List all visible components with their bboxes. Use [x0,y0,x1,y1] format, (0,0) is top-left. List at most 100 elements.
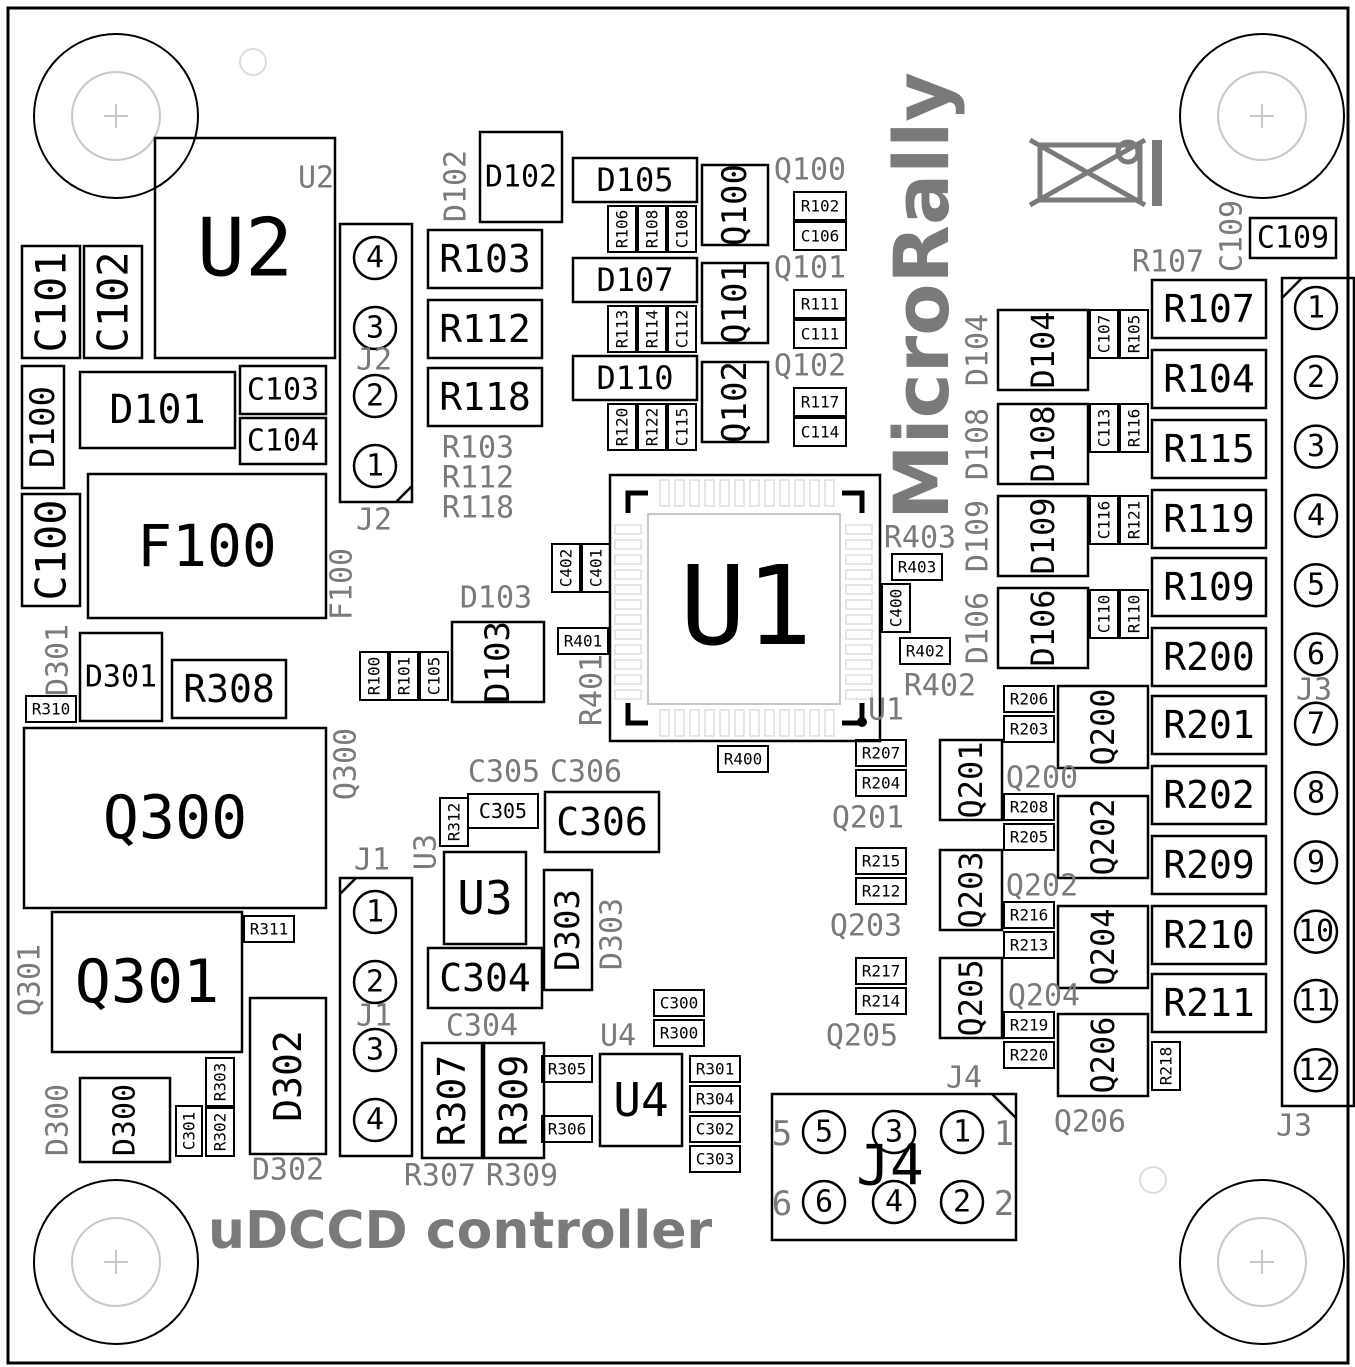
part-u1: U1 [608,473,882,743]
part-c108: C108 [667,205,697,253]
part-r105: R105 [1119,309,1149,359]
ref-label-c306: C306 [550,755,622,790]
part-q201: Q201 [938,738,1004,822]
part-r116-text: R116 [1125,409,1144,448]
part-c301-text: C301 [180,1112,199,1151]
ref-label-j1-inner: J1 [356,999,392,1034]
part-r100: R100 [359,651,389,701]
ref-label-j3: J3 [1276,1109,1312,1144]
part-r216: R216 [1003,901,1055,929]
part-r204: R204 [855,769,907,797]
part-c304: C304 [426,946,544,1010]
part-c402-text: C402 [557,549,576,588]
part-r302-text: R302 [211,1113,230,1152]
part-d303-text: D303 [548,889,588,971]
ref-label-j1: J1 [354,843,390,878]
brand-logo-text: MicroRally [877,72,966,520]
part-r115: R115 [1150,418,1268,480]
ref-label-d302: D302 [252,1153,324,1188]
ref-label-q100: Q100 [774,153,846,188]
part-r207: R207 [855,739,907,767]
part-d110: D110 [571,354,699,402]
part-q101: Q101 [700,261,770,345]
ref-label-q102: Q102 [774,349,846,384]
part-d301: D301 [78,631,164,723]
part-q301: Q301 [50,910,244,1054]
part-r311-text: R311 [250,920,289,939]
ref-label-r309: R309 [486,1159,558,1194]
part-r214: R214 [855,987,907,1015]
part-r108-text: R108 [643,210,662,249]
part-c112: C112 [667,305,697,353]
j2-pin-2: 2 [366,379,384,414]
part-q101-text: Q101 [715,262,755,344]
part-c303-text: C303 [696,1150,735,1169]
part-r206-text: R206 [1010,690,1049,709]
part-r303-text: R303 [211,1063,230,1102]
ref-label-r307: R307 [404,1159,476,1194]
part-c109: C109 [1248,216,1338,260]
part-r403: R403 [891,553,943,581]
part-q206-text: Q206 [1084,1016,1122,1093]
ref-label-d301: D301 [41,624,76,696]
part-r309-text: R309 [492,1055,536,1147]
part-r120-text: R120 [613,408,632,447]
part-r213-text: R213 [1010,936,1049,955]
fiducial-top [239,48,267,76]
part-q203: Q203 [938,848,1004,932]
ref-label-d108: D108 [961,408,996,480]
j3-pin-11: 11 [1298,984,1334,1019]
part-d100: D100 [20,364,66,490]
ref-label-q203: Q203 [830,909,902,944]
part-r400: R400 [717,745,769,773]
part-d302: D302 [248,996,328,1156]
part-c300-text: C300 [660,994,699,1013]
part-r112: R112 [426,298,544,360]
ref-label-q206: Q206 [1054,1105,1126,1140]
part-c104-text: C104 [247,424,319,459]
part-r205: R205 [1003,823,1055,851]
part-q200: Q200 [1056,684,1150,770]
j3-pin-10: 10 [1298,914,1334,949]
part-u1-text: U1 [680,542,812,670]
hole-top-right [1179,33,1345,199]
part-c114-text: C114 [801,423,840,442]
part-c116-text: C116 [1095,501,1114,540]
ref-label-d103: D103 [460,581,532,616]
part-u2: U2 [153,136,337,360]
part-d109-text: D109 [1024,497,1062,574]
part-c113-text: C113 [1095,409,1114,448]
part-r304: R304 [689,1085,741,1113]
part-r300-text: R300 [660,1024,699,1043]
part-r306-text: R306 [548,1120,587,1139]
part-r201-text: R201 [1163,703,1255,747]
j1-pin-3: 3 [366,1033,384,1068]
part-q206: Q206 [1056,1012,1150,1098]
part-r403-text: R403 [898,558,937,577]
part-c100-text: C100 [27,499,76,600]
part-r106: R106 [607,205,637,253]
part-c116: C116 [1089,495,1119,545]
part-r105-text: R105 [1125,315,1144,354]
j1-pin-2: 2 [366,965,384,1000]
part-r401-text: R401 [564,632,603,651]
part-q202-text: Q202 [1084,798,1122,875]
part-c102: C102 [82,244,144,360]
j4-pin-2: 2 [953,1185,971,1220]
ref-label-f100: F100 [325,548,360,620]
j3-pin-3: 3 [1307,429,1325,464]
hole-top-left [33,33,199,199]
ref-label-q205: Q205 [826,1019,898,1054]
part-r211-text: R211 [1163,981,1255,1025]
ref-label-d106: D106 [961,592,996,664]
part-r116: R116 [1119,403,1149,453]
part-c108-text: C108 [673,210,692,249]
ref-label-u2: U2 [298,161,334,196]
part-q205: Q205 [938,956,1004,1040]
ref-label-group-r112: R112 [442,461,514,496]
j4-side-number: 5 [772,1114,792,1154]
j1-pin-1: 1 [366,895,384,930]
ref-label-u1: U1 [868,693,904,728]
